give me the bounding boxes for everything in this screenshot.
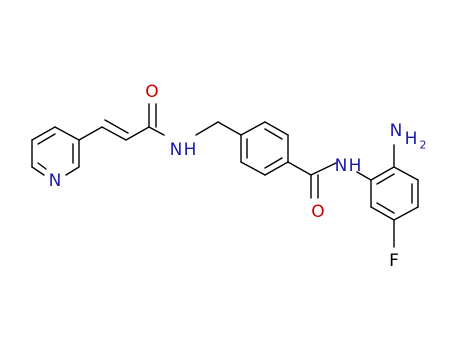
amino-hydrogen-label: H <box>405 129 418 149</box>
fluorine-atom-label: F <box>389 251 399 271</box>
amide-hydrogen-label: H <box>184 140 197 160</box>
bond <box>393 206 419 221</box>
bond <box>370 206 395 221</box>
bond-double-inner <box>104 119 129 134</box>
pyridine-nitrogen-label: N <box>49 171 62 191</box>
oxygen-atom-label: O <box>145 82 158 102</box>
bond <box>264 161 289 176</box>
amino-subscript-label: 2 <box>420 139 427 152</box>
bond <box>54 126 80 141</box>
bond <box>393 166 419 181</box>
amide-nitrogen-label: N <box>170 140 183 160</box>
bond <box>101 126 127 141</box>
bond-double-inner <box>376 202 395 214</box>
bond <box>240 161 266 176</box>
bond <box>195 121 219 136</box>
anilide-hydrogen-label: H <box>349 156 362 176</box>
bond <box>287 161 312 176</box>
bond <box>31 166 45 176</box>
bond-double-inner <box>264 157 283 169</box>
carbonyl-oxygen-label: O <box>311 202 324 222</box>
pyridine-ring <box>31 126 80 176</box>
benzene-ring-central <box>240 121 289 176</box>
bond-double-inner <box>37 162 47 170</box>
bond-double-inner <box>37 133 56 145</box>
bond-double-inner <box>264 128 283 140</box>
benzamide-group <box>287 161 372 199</box>
bond <box>240 121 266 136</box>
acrylamide-linker <box>78 103 242 141</box>
bond <box>31 126 56 141</box>
aminofluorophenyl-ring <box>370 144 419 248</box>
anilide-nitrogen-label: N <box>335 156 348 176</box>
bond <box>370 166 395 181</box>
bond <box>148 126 165 136</box>
bond-double-inner <box>376 173 395 185</box>
bond <box>310 162 337 176</box>
bond <box>217 121 242 136</box>
amino-nitrogen-label: N <box>390 121 403 141</box>
bond <box>78 126 103 141</box>
bond <box>264 121 289 136</box>
bond <box>356 171 372 181</box>
bond <box>125 126 150 141</box>
bond <box>65 166 80 176</box>
